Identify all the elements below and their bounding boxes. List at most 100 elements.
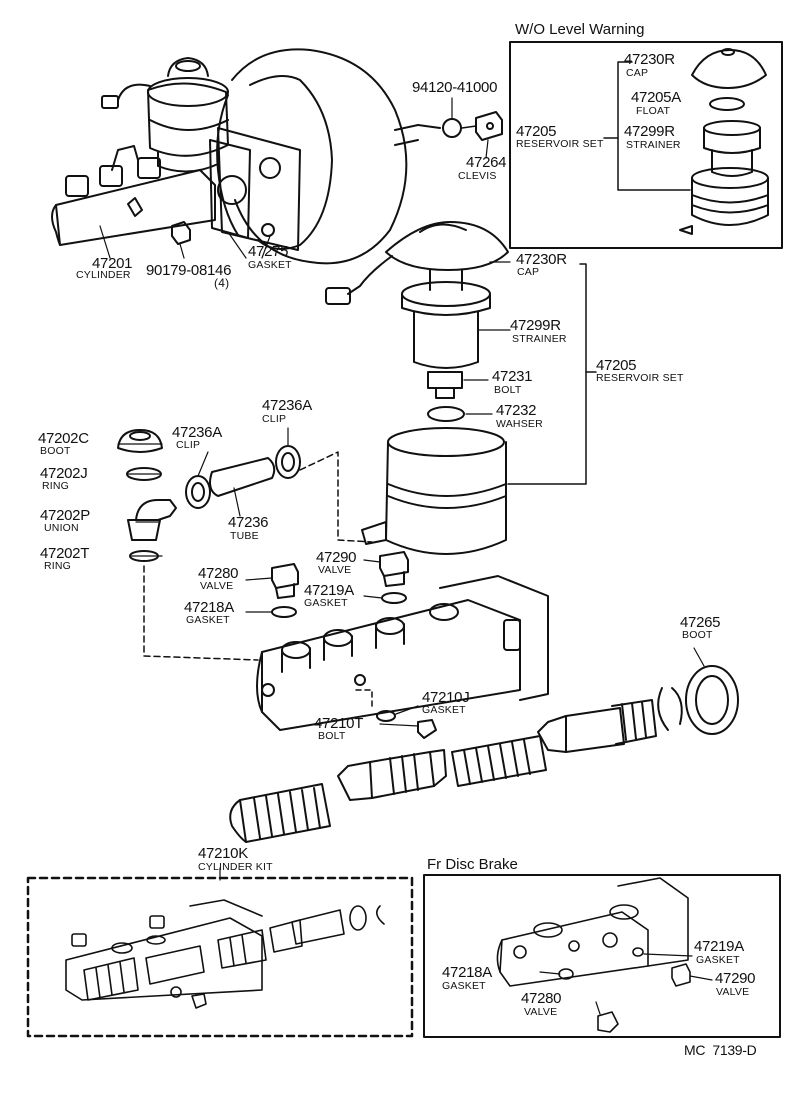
inset-reservoir-set-name: RESERVOIR SET [516, 138, 604, 150]
strainer-name: STRAINER [512, 333, 567, 345]
boot-c-part-number: 47202C [38, 430, 89, 447]
valve-right-part-number: 47290 [316, 549, 357, 566]
inset-reservoir-set-part-number: 47205 [516, 123, 557, 140]
bolt-name: BOLT [494, 384, 522, 396]
washer-part-number: 47232 [496, 402, 537, 419]
clip-left-name: CLIP [176, 439, 201, 451]
spring-left-shape [229, 783, 331, 843]
cap-shape [325, 221, 509, 305]
reservoir-body [361, 427, 507, 555]
inset-cap-name: CAP [626, 67, 649, 79]
cap-name: CAP [517, 266, 540, 278]
inset-float-part-number: 47205A [631, 89, 681, 106]
ring-t-part-number: 47202T [40, 545, 90, 562]
kit-name: CYLINDER KIT [198, 861, 273, 873]
inset-wo-level-title: W/O Level Warning [515, 21, 645, 38]
boot-265-name: BOOT [682, 629, 713, 641]
inset-strainer-part-number: 47299R [624, 123, 675, 140]
clip-left-part-number: 47236A [172, 424, 222, 441]
bolt-t-shape [417, 719, 437, 739]
ring-j-part-number: 47202J [40, 465, 88, 482]
bolt-part-number: 47231 [492, 368, 533, 385]
disc-valve-280-shape [597, 1011, 619, 1033]
kit-parts [65, 899, 385, 1009]
boot-c-name: BOOT [40, 445, 71, 457]
union-part-number: 47202P [40, 507, 90, 524]
disc-gasket-219a-part-number: 47219A [694, 938, 744, 955]
inset-strainer-name: STRAINER [626, 139, 681, 151]
diagram-code: MC 7139-D [684, 1042, 757, 1058]
secondary-piston-shape [337, 749, 447, 801]
gasket-j-shape [376, 710, 396, 722]
primary-piston-shape [537, 699, 657, 753]
washer-shape [427, 406, 465, 422]
cylinder-part-number: 47201 [92, 255, 133, 272]
disc-body-shape [496, 877, 689, 987]
gasket-right-name: GASKET [304, 597, 348, 609]
valve-left-shape [271, 563, 299, 599]
nut-quantity: (4) [214, 276, 230, 290]
inset-float-name: FLOAT [636, 105, 671, 117]
nut-part-number: 90179-08146 [146, 262, 232, 279]
valve-right-shape [379, 551, 409, 587]
disc-valve-290-shape [671, 963, 691, 987]
snap-ring-shape [657, 687, 683, 731]
inset-reservoir-shape [679, 167, 769, 235]
disc-gasket-218a-name: GASKET [442, 980, 486, 992]
top-master-cylinder [51, 145, 216, 246]
strainer-part-number: 47299R [510, 317, 561, 334]
bolt-t-name: BOLT [318, 730, 346, 742]
bolt-t-part-number: 47210T [314, 715, 364, 732]
valve-left-part-number: 47280 [198, 565, 239, 582]
inset-cap-shape [691, 48, 767, 89]
valve-right-name: VALVE [318, 564, 352, 576]
ring-j-name: RING [42, 480, 70, 492]
valve-left-name: VALVE [200, 580, 234, 592]
cylinder-name: CYLINDER [76, 269, 131, 281]
disc-gasket-218a-part-number: 47218A [442, 964, 492, 981]
gasket-j-part-number: 47210J [422, 689, 470, 706]
gasket-right-part-number: 47219A [304, 582, 354, 599]
inset-wo-level-frame [509, 41, 783, 249]
inset-cap-part-number: 47230R [624, 51, 675, 68]
boot-right-shape [685, 665, 739, 735]
gasket-right-shape [381, 592, 407, 604]
gasket-left-shape [271, 606, 297, 618]
reservoir-set-part-number: 47205 [596, 357, 637, 374]
cap-part-number: 47230R [516, 251, 567, 268]
disc-valve-280-part-number: 47280 [521, 990, 562, 1007]
gasket-left-name: GASKET [186, 614, 230, 626]
top-nut [171, 221, 191, 245]
disc-valve-290-name: VALVE [716, 986, 750, 998]
booster-gasket [209, 139, 251, 239]
inset-strainer-shape [703, 120, 761, 177]
boot-265-part-number: 47265 [680, 614, 721, 631]
inset-float-shape [709, 97, 745, 111]
gasket-275-name: GASKET [248, 259, 292, 271]
reservoir-set-name: RESERVOIR SET [596, 372, 684, 384]
booster-flange [217, 127, 301, 251]
clevis-shape [475, 111, 503, 141]
brake-booster [216, 48, 441, 265]
top-reservoir [101, 57, 229, 173]
ring-t-name: RING [44, 560, 72, 572]
clip-left-shape [185, 475, 211, 509]
disc-gasket-219a-shape [632, 947, 644, 957]
disc-valve-290-part-number: 47290 [715, 970, 756, 987]
bolt-n-part-number: 94120-41000 [412, 79, 498, 96]
clip-right-shape [275, 445, 301, 479]
boot-shape [117, 429, 163, 453]
disc-valve-280-name: VALVE [524, 1006, 558, 1018]
disc-brake-frame [423, 874, 781, 1038]
spring-mid-shape [451, 735, 547, 787]
main-cylinder-body [256, 575, 549, 731]
union-shape [127, 499, 177, 541]
strainer-shape [401, 269, 491, 369]
tube-part-number: 47236 [228, 514, 269, 531]
n-nut-shape [442, 118, 462, 138]
leader-lines [99, 97, 713, 1015]
clip-right-part-number: 47236A [262, 397, 312, 414]
disc-gasket-219a-name: GASKET [696, 954, 740, 966]
ring-j-shape [126, 467, 162, 481]
